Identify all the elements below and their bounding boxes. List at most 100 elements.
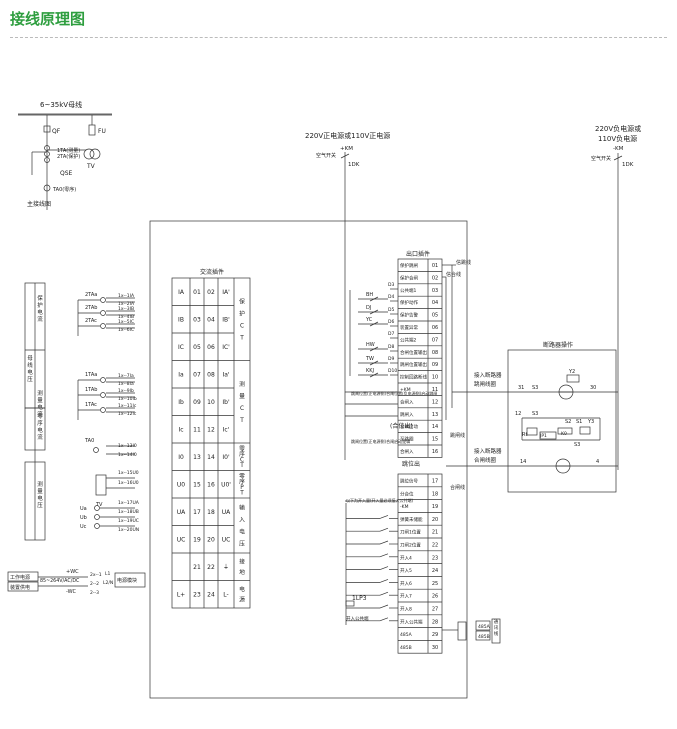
contact-blade-5 <box>369 372 379 378</box>
input-switch-9 <box>379 591 389 596</box>
input-num-13: 30 <box>432 645 438 651</box>
header-divider <box>10 37 667 38</box>
contact-blade-3 <box>369 346 379 352</box>
ac-pin-a-11: 23 <box>193 591 201 598</box>
contact-TW: TW <box>365 356 374 362</box>
ac-group-4: 输入电压 <box>239 504 245 548</box>
ct-coil-1 <box>100 310 106 316</box>
negative-supply-title-1: 220V负电源或 <box>595 124 641 133</box>
pin-label-3: D6 <box>388 319 394 325</box>
right-switch-label: 1DK <box>622 162 634 168</box>
bo-label-y3: Y3 <box>587 419 594 425</box>
wire-label-19: 1x--20UN <box>118 527 139 533</box>
output-num-9: 10 <box>432 375 438 381</box>
ac-right-2: IC' <box>222 344 230 351</box>
contact-blade-2 <box>369 321 379 327</box>
bo-label-jp1: JP1 <box>539 433 547 439</box>
input-switch-6 <box>379 553 389 558</box>
breaker-qf <box>43 125 51 133</box>
breaker-op-title: 断路器操作 <box>543 341 573 349</box>
ac-pin-a-3: 07 <box>193 371 201 378</box>
output-name-9: 控制回路断线 <box>400 374 427 381</box>
input-num-7: 24 <box>432 568 438 574</box>
input-num-2: 19 <box>432 504 438 510</box>
pin-label-6: D9 <box>388 356 394 362</box>
output-num-4: 05 <box>432 313 438 319</box>
wc-neg-label: -WC <box>66 589 77 595</box>
side-label-3: 合闸线 <box>450 484 465 491</box>
input-name-11: 开入公共端 <box>400 618 423 625</box>
y2-coil <box>566 374 580 383</box>
input-name-1: 分合位 <box>400 490 414 497</box>
ac-right-8: UA <box>222 509 231 516</box>
ac-pin-a-2: 05 <box>193 344 201 351</box>
ta-measure-label: 1TA(测量) <box>57 147 80 154</box>
ct-coil-3 <box>100 377 106 383</box>
ac-left-0: IA <box>178 289 185 296</box>
contact-blade-1 <box>369 309 379 315</box>
right-switch-blade <box>613 155 623 161</box>
pin-label-1: D4 <box>388 294 394 300</box>
ac-left-2: IC <box>178 344 184 351</box>
ct-name-2: 2TAc <box>85 318 97 324</box>
ac-right-3: Ia' <box>222 371 229 378</box>
contact-DJ: DJ <box>366 305 371 311</box>
ct-name-4: 1TAb <box>85 387 97 393</box>
input-num-6: 23 <box>432 555 438 561</box>
output-num-14: 15 <box>432 437 438 443</box>
ac-pin-a-8: 17 <box>193 509 201 516</box>
ac-pin-b-4: 10 <box>207 399 215 406</box>
side-label-2: 跳闸线 <box>450 432 465 439</box>
ac-module-title: 交流插件 <box>200 268 224 276</box>
ac-pin-b-10: 22 <box>207 564 215 571</box>
wire-label-11: 1x--12Ic <box>118 411 137 417</box>
tv0-coil-box <box>95 474 107 496</box>
bo-label-s1: S1 <box>576 419 582 425</box>
ac-pin-b-3: 08 <box>207 371 215 378</box>
bo-label-30: 30 <box>590 385 596 391</box>
zero-current-label: 零序电流 <box>37 413 43 441</box>
tv-phase-1: Ub <box>80 515 87 521</box>
y3-coil <box>579 426 591 435</box>
wc-pos-label: +WC <box>66 569 79 575</box>
ac-right-9: UC <box>222 536 231 543</box>
wire-label-12: 1x--13I0 <box>118 443 137 449</box>
ac-pin-b-9: 20 <box>207 536 215 543</box>
input-name-10: 开入8 <box>400 607 412 613</box>
work-power-label: 工作电源 <box>10 574 30 581</box>
power-module-label: 电源模块 <box>117 577 137 584</box>
output-num-7: 08 <box>432 350 438 356</box>
pi-wire-0: 2x--1 <box>90 572 102 578</box>
bo-label-s3b: S3 <box>532 411 538 417</box>
trip-coil-text-2: 跳闸线圈 <box>474 380 497 388</box>
ac-right-6: I0' <box>222 454 230 461</box>
lp-label: 1LP3 <box>352 595 367 602</box>
rs485-bracket <box>457 621 467 641</box>
wire-label-17: 1x--18UB <box>118 509 139 515</box>
ct-coil-4 <box>100 392 106 398</box>
wire-label-18: 1x--19UC <box>118 518 139 524</box>
ac-pin-a-5: 11 <box>193 426 201 433</box>
output-note-1: 跳闸位置(正电源侧)合闸启动逻辑 <box>351 438 410 444</box>
tv-coil-2 <box>89 148 101 160</box>
contact-blade-4 <box>369 360 379 366</box>
rt-box <box>526 427 538 436</box>
input-switch-5 <box>379 540 389 545</box>
ac-pin-b-1: 04 <box>207 316 215 323</box>
ac-right-11: L- <box>223 591 228 598</box>
power-module-box <box>114 572 146 588</box>
qse-label: QSE <box>60 170 73 177</box>
ac-group-6: 电源 <box>239 585 245 604</box>
device-supply-box <box>7 581 39 592</box>
ct-coil-0 <box>44 145 50 151</box>
output-name-13: 合闸启动 <box>400 423 418 430</box>
wire-label-5: 1x--6IC <box>118 327 134 333</box>
bo-label-s3: S3 <box>532 385 538 391</box>
ac-pin-a-10: 21 <box>193 564 201 571</box>
input-name-12: 485A <box>400 632 413 638</box>
comm-box <box>491 618 501 644</box>
pi-wire-2: 2--3 <box>90 590 99 596</box>
input-num-10: 27 <box>432 607 438 613</box>
output-name-0: 保护跳闸 <box>400 262 418 269</box>
